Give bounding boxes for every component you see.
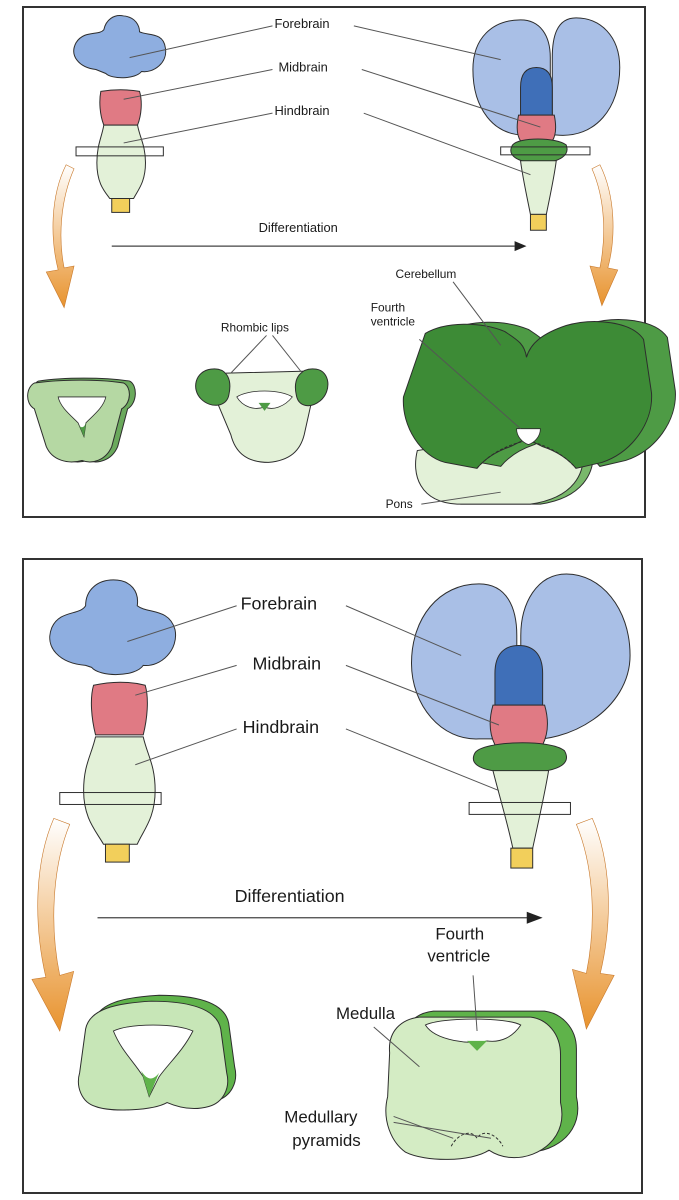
- label-cerebellum: Cerebellum: [396, 267, 457, 281]
- right-hemisphere: [551, 17, 621, 136]
- pointer-lines-bottom: [127, 605, 500, 792]
- label-fourth-ventricle-line1: Fourth: [371, 301, 405, 315]
- label-midbrain: Midbrain: [278, 60, 327, 75]
- differentiation-arrow: [111, 241, 527, 252]
- pointer-lines-top: [123, 25, 541, 176]
- label-hindbrain: Hindbrain: [274, 103, 329, 118]
- label-rhombic-lips: Rhombic lips: [221, 320, 289, 334]
- label-medullary-pyramids-line2: pyramids: [292, 1131, 360, 1150]
- midbrain-segment: [516, 114, 557, 142]
- left-hemisphere-2: [410, 583, 518, 740]
- section-plane-left: [75, 146, 164, 157]
- bottom-diagram: Forebrain Midbrain Hindbrain Differentia…: [31, 573, 631, 1160]
- spinal-cord-tip-right: [529, 213, 547, 231]
- midbrain-vesicle-2: [90, 681, 148, 736]
- forebrain-vesicle-2: [49, 579, 177, 676]
- hindbrain-developing-2: [492, 770, 550, 849]
- embryo-neural-tube-left-2: [49, 579, 177, 863]
- early-hindbrain-section-2: [77, 994, 237, 1111]
- hindbrain-vesicle-2: [83, 736, 156, 845]
- label-differentiation: Differentiation: [259, 220, 338, 235]
- rhombic-lips-section: [195, 368, 329, 463]
- cerebellum-primordium: [510, 138, 568, 164]
- differentiation-arrow-2: [97, 911, 543, 924]
- right-hemisphere-2: [520, 573, 631, 741]
- spinal-cord-tip-right-2: [510, 847, 534, 869]
- medulla-section: [385, 1010, 579, 1160]
- label-fourth-ventricle-line2: ventricle: [371, 315, 416, 329]
- bottom-panel: Forebrain Midbrain Hindbrain Differentia…: [22, 558, 643, 1194]
- spinal-cord-tip: [111, 198, 131, 213]
- midbrain-tectum-2: [494, 644, 544, 706]
- label-midbrain-2: Midbrain: [253, 653, 322, 673]
- developed-brain-right: [472, 17, 621, 231]
- developed-brain-right-2: [410, 573, 631, 869]
- top-diagram: Forebrain Midbrain Hindbrain Differentia…: [27, 15, 676, 511]
- hindbrain-developing: [519, 160, 557, 215]
- label-medullary-pyramids-line1: Medullary: [284, 1107, 358, 1126]
- label-differentiation-2: Differentiation: [235, 886, 345, 906]
- orange-arrow-right: [589, 164, 619, 307]
- section-plane-right-2: [468, 801, 571, 815]
- label-forebrain-2: Forebrain: [241, 594, 318, 614]
- midbrain-tectum: [520, 67, 553, 116]
- label-pons: Pons: [386, 497, 413, 511]
- early-hindbrain-section: [27, 377, 136, 463]
- orange-arrow-left-2: [31, 817, 75, 1032]
- cerebellum-primordium-2: [472, 742, 567, 774]
- embryo-neural-tube-left: [73, 15, 167, 213]
- hindbrain-vesicle: [96, 124, 146, 199]
- orange-arrow-left: [45, 164, 75, 309]
- label-fourth-ventricle-line2-2: ventricle: [427, 946, 490, 965]
- label-hindbrain-2: Hindbrain: [243, 717, 320, 737]
- forebrain-vesicle: [73, 15, 167, 79]
- cerebellum-pons-section: [402, 319, 676, 505]
- section-plane-right: [500, 146, 591, 156]
- label-forebrain: Forebrain: [274, 16, 329, 31]
- spinal-cord-tip-2: [104, 843, 130, 863]
- label-fourth-ventricle-line1-2: Fourth: [435, 925, 484, 944]
- midbrain-vesicle: [99, 89, 142, 126]
- top-panel: Forebrain Midbrain Hindbrain Differentia…: [22, 6, 676, 518]
- orange-arrow-right-2: [572, 817, 615, 1030]
- label-medulla: Medulla: [336, 1004, 396, 1023]
- section-plane-left-2: [59, 792, 162, 805]
